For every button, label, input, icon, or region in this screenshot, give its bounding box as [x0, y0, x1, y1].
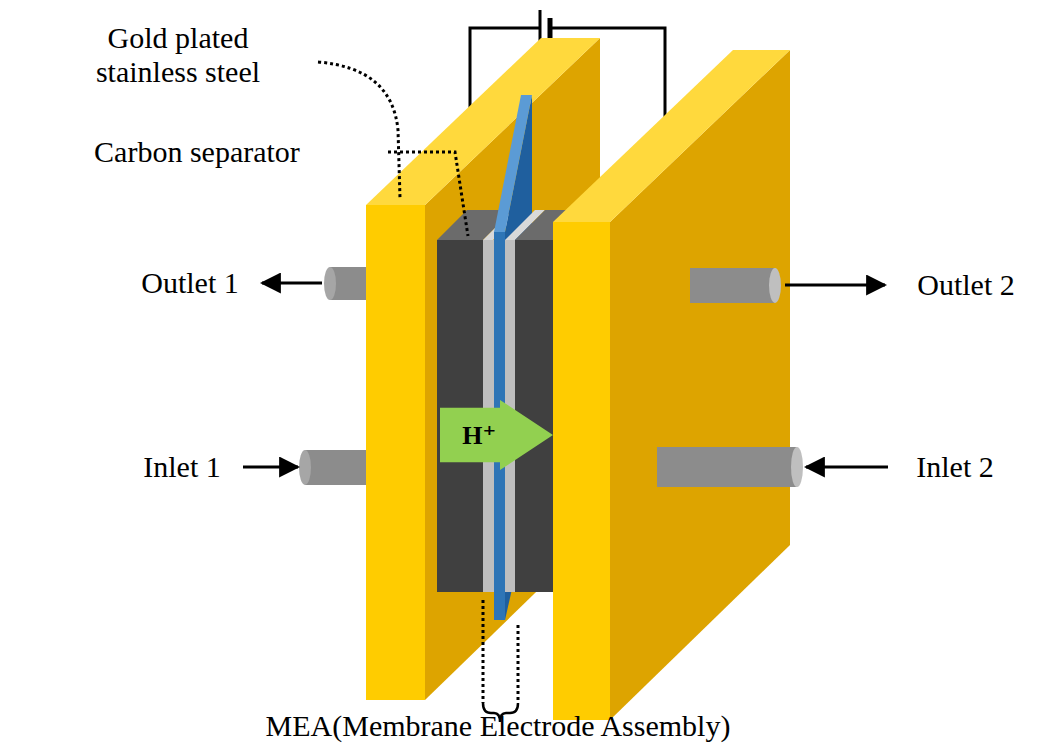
- battery-symbol: [548, 18, 553, 40]
- part-label: MEA(Membrane Electrode Assembly): [218, 709, 778, 744]
- ion-label: H⁺: [462, 420, 496, 451]
- port-label: Inlet 2: [880, 450, 1030, 485]
- part-label: Carbon separator: [17, 135, 377, 170]
- proton-arrow: H⁺: [440, 400, 553, 470]
- port-label: Outlet 2: [891, 268, 1041, 303]
- arrow-shape: [440, 400, 553, 470]
- pipe: [657, 268, 803, 487]
- flow-arrow: [243, 283, 888, 467]
- arrow-shape: [440, 400, 553, 470]
- port-label: Inlet 1: [107, 450, 257, 485]
- pipe: [299, 267, 366, 485]
- port-label: Outlet 1: [115, 266, 265, 301]
- part-label: Gold plated stainless steel: [61, 21, 296, 90]
- gold-plate: [553, 50, 790, 720]
- leader-line: [318, 62, 518, 703]
